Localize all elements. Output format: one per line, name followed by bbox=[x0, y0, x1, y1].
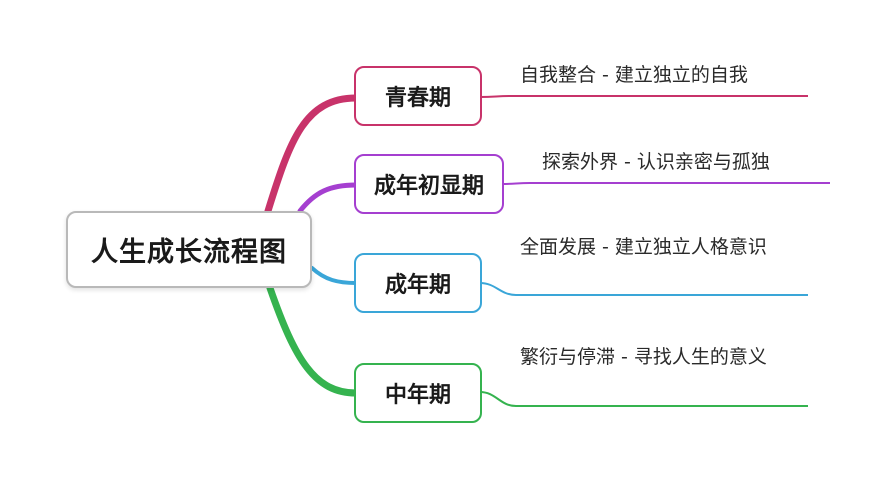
stage-detail-text: 探索外界 - 认识亲密与孤独 bbox=[542, 151, 770, 173]
root-label: 人生成长流程图 bbox=[91, 237, 287, 268]
branch-curve-4 bbox=[266, 284, 360, 397]
detail-line-4 bbox=[479, 391, 808, 407]
stage-detail-text: 全面发展 - 建立独立人格意识 bbox=[520, 236, 767, 258]
stage-label: 青春期 bbox=[384, 86, 451, 111]
stage-detail-text: 自我整合 - 建立独立的自我 bbox=[520, 64, 748, 86]
branch-curve-1 bbox=[264, 94, 360, 215]
stage-detail-text: 繁衍与停滞 - 寻找人生的意义 bbox=[520, 346, 767, 368]
detail-line-1 bbox=[479, 95, 808, 98]
stage-label: 成年期 bbox=[384, 273, 451, 298]
root-node: 人生成长流程图 bbox=[66, 211, 312, 288]
branch-curve-2 bbox=[297, 182, 359, 214]
stage-node-adolescence: 青春期 bbox=[354, 66, 482, 126]
stage-label: 成年初显期 bbox=[373, 174, 484, 199]
detail-line-3 bbox=[479, 282, 808, 296]
stage-label: 中年期 bbox=[384, 383, 451, 408]
detail-line-2 bbox=[501, 182, 830, 185]
branch-curve-3 bbox=[310, 266, 358, 285]
stage-node-adulthood: 成年期 bbox=[354, 253, 482, 313]
stage-node-middle-age: 中年期 bbox=[354, 363, 482, 423]
stage-node-emerging-adulthood: 成年初显期 bbox=[354, 154, 504, 214]
